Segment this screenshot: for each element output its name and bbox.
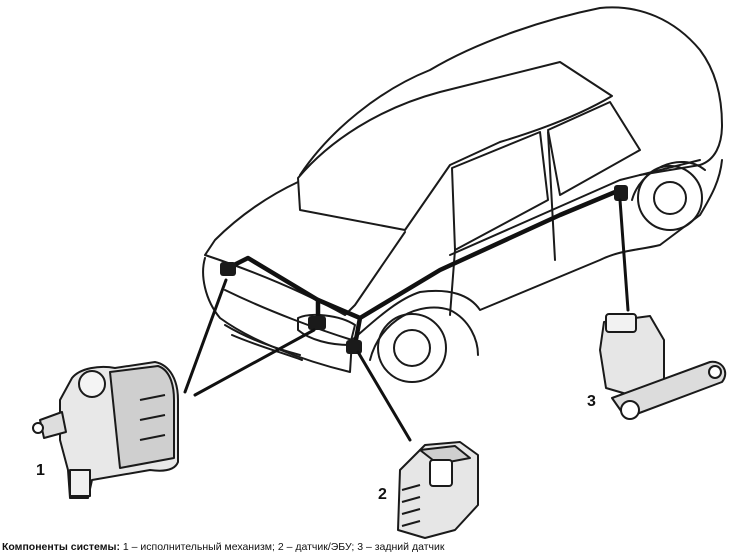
car-side-window-front bbox=[451, 131, 549, 251]
rear-sensor-plug bbox=[605, 313, 637, 333]
rear-sensor-lever-end bbox=[708, 365, 722, 379]
car-headlight bbox=[297, 313, 356, 346]
car-windshield bbox=[297, 61, 613, 231]
sensor-ecu-socket bbox=[429, 459, 453, 487]
rear-sensor-pivot bbox=[620, 400, 640, 420]
sensor-ecu-fins bbox=[401, 484, 421, 527]
actuator-connector-tab bbox=[69, 469, 91, 497]
car-side-window-rear bbox=[547, 101, 641, 196]
leader-rear-sensor bbox=[618, 198, 630, 312]
actuator-motor-cap bbox=[78, 370, 106, 398]
callout-2-label: 2 bbox=[378, 486, 387, 503]
actuator-shaft bbox=[39, 411, 67, 439]
callout-1-label: 1 bbox=[36, 462, 45, 479]
car-front-hub bbox=[393, 329, 431, 367]
harness-body-run bbox=[315, 187, 623, 321]
rear-sensor-lever bbox=[611, 360, 727, 419]
connector-right-headlight bbox=[308, 316, 326, 330]
car-rear-hub bbox=[653, 181, 687, 215]
wiring-harness bbox=[225, 187, 623, 348]
figure-caption: Компоненты системы: 1 – исполнительный м… bbox=[2, 541, 731, 553]
actuator-ribs bbox=[139, 394, 166, 441]
car-rear-wheel bbox=[637, 165, 703, 231]
sensor-ecu-body bbox=[397, 441, 479, 539]
callout-3-label: 3 bbox=[587, 393, 596, 410]
connector-rear-sensor bbox=[614, 185, 628, 201]
car-side-body bbox=[351, 159, 723, 341]
connector-left-headlight bbox=[220, 262, 236, 276]
caption-text: 1 – исполнительный механизм; 2 – датчик/… bbox=[119, 541, 445, 553]
actuator-housing-face bbox=[109, 365, 175, 469]
leader-actuator-a bbox=[183, 278, 228, 394]
actuator-shaft-tip bbox=[32, 422, 44, 434]
car-front-bumper bbox=[202, 257, 353, 373]
connector-front-sensor bbox=[346, 340, 362, 354]
leader-lines bbox=[183, 198, 630, 442]
car-connectors bbox=[220, 185, 628, 354]
car-door-line bbox=[449, 131, 556, 316]
harness-front-cross bbox=[225, 255, 321, 328]
leader-actuator-b bbox=[193, 328, 316, 397]
car-front-wheel bbox=[377, 313, 447, 383]
car-grille bbox=[224, 324, 303, 361]
caption-lead: Компоненты системы: bbox=[2, 541, 120, 553]
actuator-component bbox=[32, 361, 179, 499]
leader-sensor-ecu bbox=[356, 350, 412, 442]
car-front-wheel-arch bbox=[369, 306, 479, 361]
sensor-ecu-component bbox=[397, 441, 479, 539]
car-roof-outline bbox=[299, 6, 723, 176]
rear-sensor-component bbox=[599, 313, 727, 420]
